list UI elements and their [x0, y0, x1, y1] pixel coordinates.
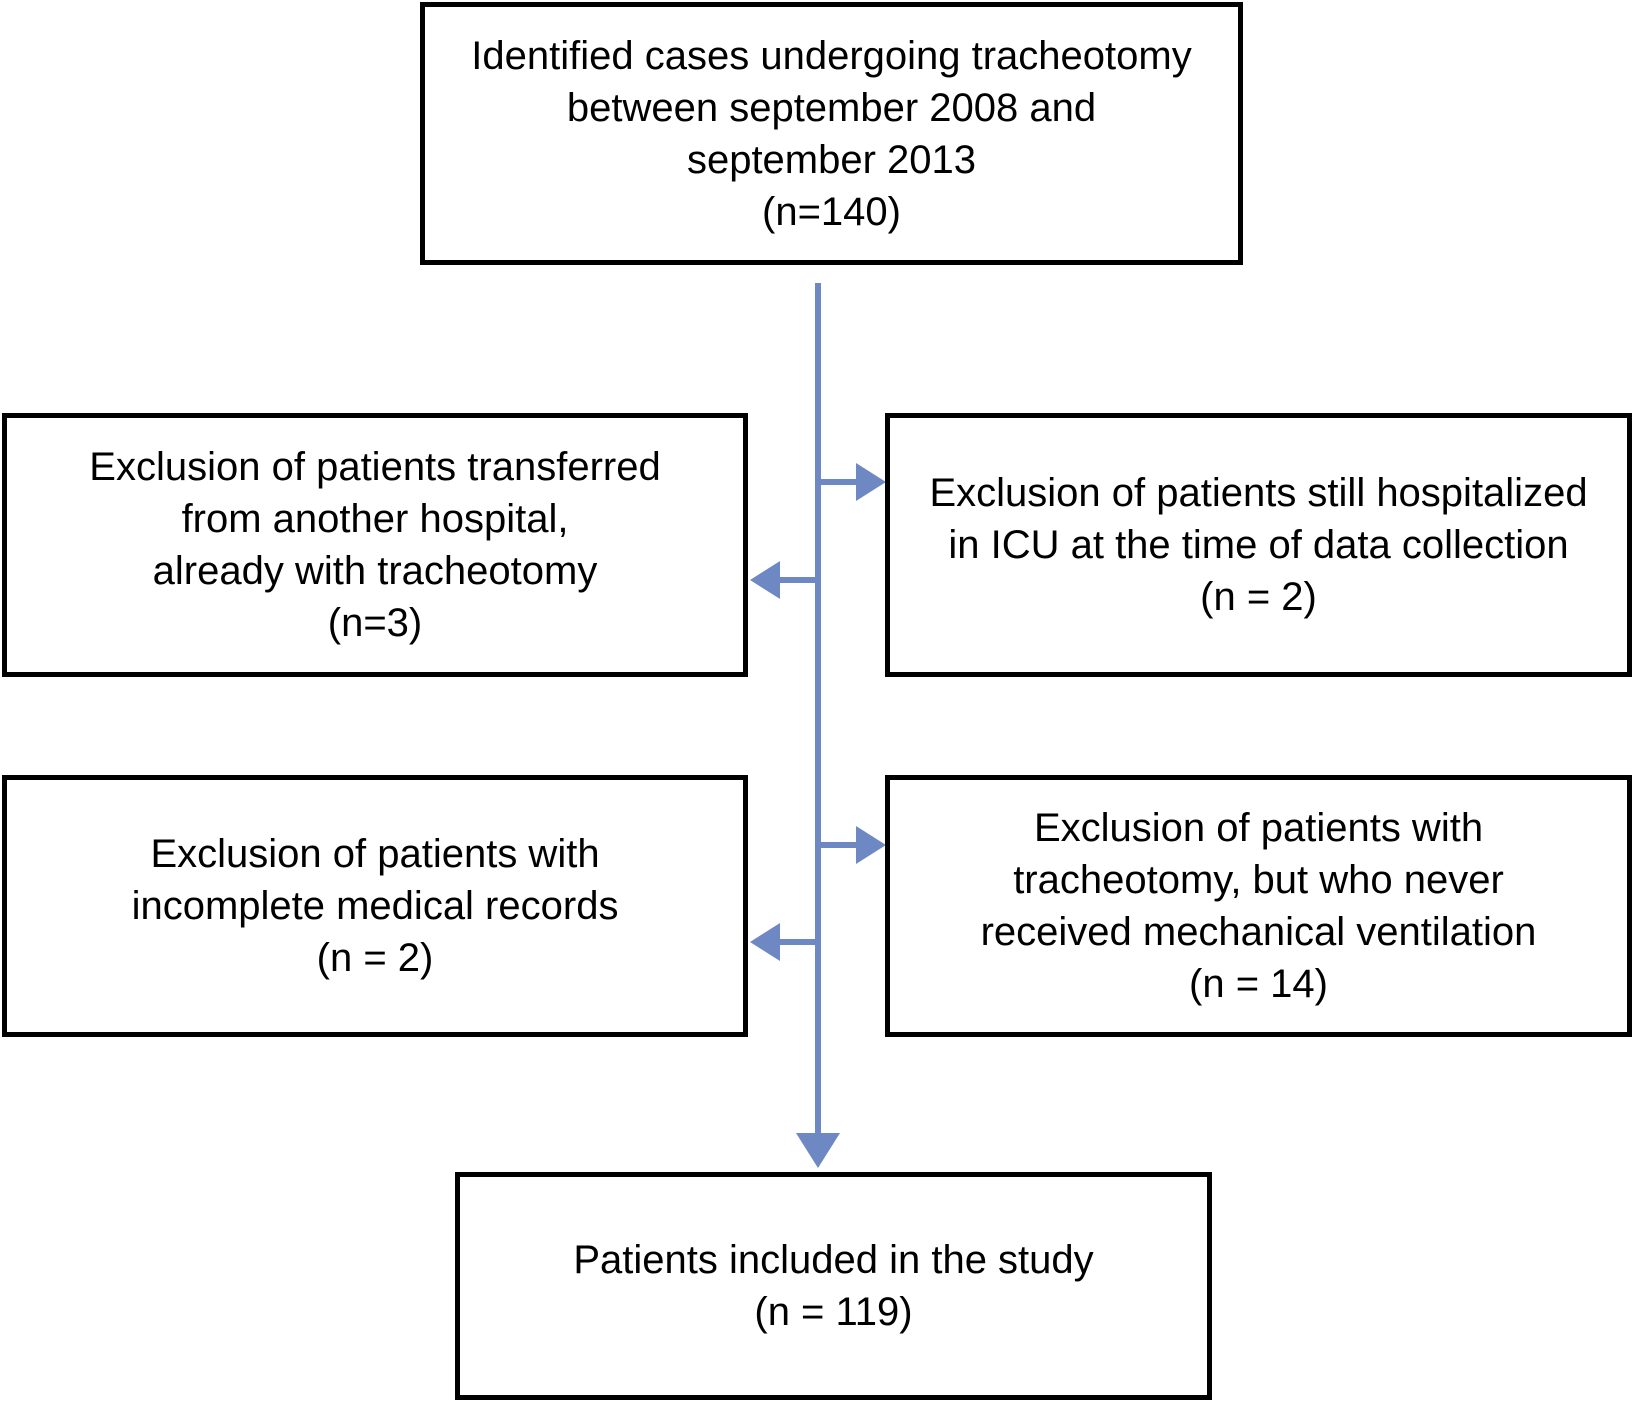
right-arrowhead-icon: [856, 826, 886, 864]
left-arrowhead-icon: [750, 561, 780, 599]
box-count-line: (n = 14): [1189, 962, 1328, 1006]
box-patients-included: Patients included in the study (n = 119): [455, 1172, 1212, 1400]
box-count-line: (n = 119): [754, 1290, 913, 1334]
box-text-line: from another hospital,: [181, 497, 569, 541]
box-text-line: between september 2008 and: [566, 85, 1097, 130]
box-text-line: Identified cases undergoing tracheotomy: [471, 33, 1192, 78]
box-text-line: received mechanical ventilation: [980, 910, 1537, 954]
box-text-line: Patients included in the study: [573, 1238, 1094, 1282]
box-text-line: Exclusion of patients still hospitalized: [929, 471, 1588, 515]
box-identified-cases: Identified cases undergoing tracheotomy …: [420, 2, 1243, 265]
box-count-line: (n = 2): [316, 936, 434, 980]
box-excluded-transferred: Exclusion of patients transferred from a…: [2, 413, 748, 677]
box-text-line: incomplete medical records: [131, 884, 619, 928]
right-arrowhead-icon: [856, 463, 886, 501]
box-text-line: september 2013: [686, 137, 977, 182]
box-count-line: (n=140): [762, 189, 901, 234]
box-text-line: Exclusion of patients with: [150, 832, 600, 876]
box-excluded-incomplete-records: Exclusion of patients with incomplete me…: [2, 775, 748, 1037]
box-text-line: already with tracheotomy: [152, 549, 598, 593]
left-arrowhead-icon: [750, 923, 780, 961]
box-excluded-still-hospitalized: Exclusion of patients still hospitalized…: [885, 413, 1632, 677]
box-count-line: (n=3): [327, 601, 423, 645]
box-text-line: tracheotomy, but who never: [1013, 858, 1504, 902]
box-text-line: in ICU at the time of data collection: [948, 523, 1569, 567]
box-text-line: Exclusion of patients transferred: [89, 445, 661, 489]
down-arrowhead-icon: [796, 1133, 840, 1168]
box-excluded-never-ventilated: Exclusion of patients with tracheotomy, …: [885, 775, 1632, 1037]
box-count-line: (n = 2): [1200, 575, 1317, 619]
box-text-line: Exclusion of patients with: [1033, 806, 1484, 850]
